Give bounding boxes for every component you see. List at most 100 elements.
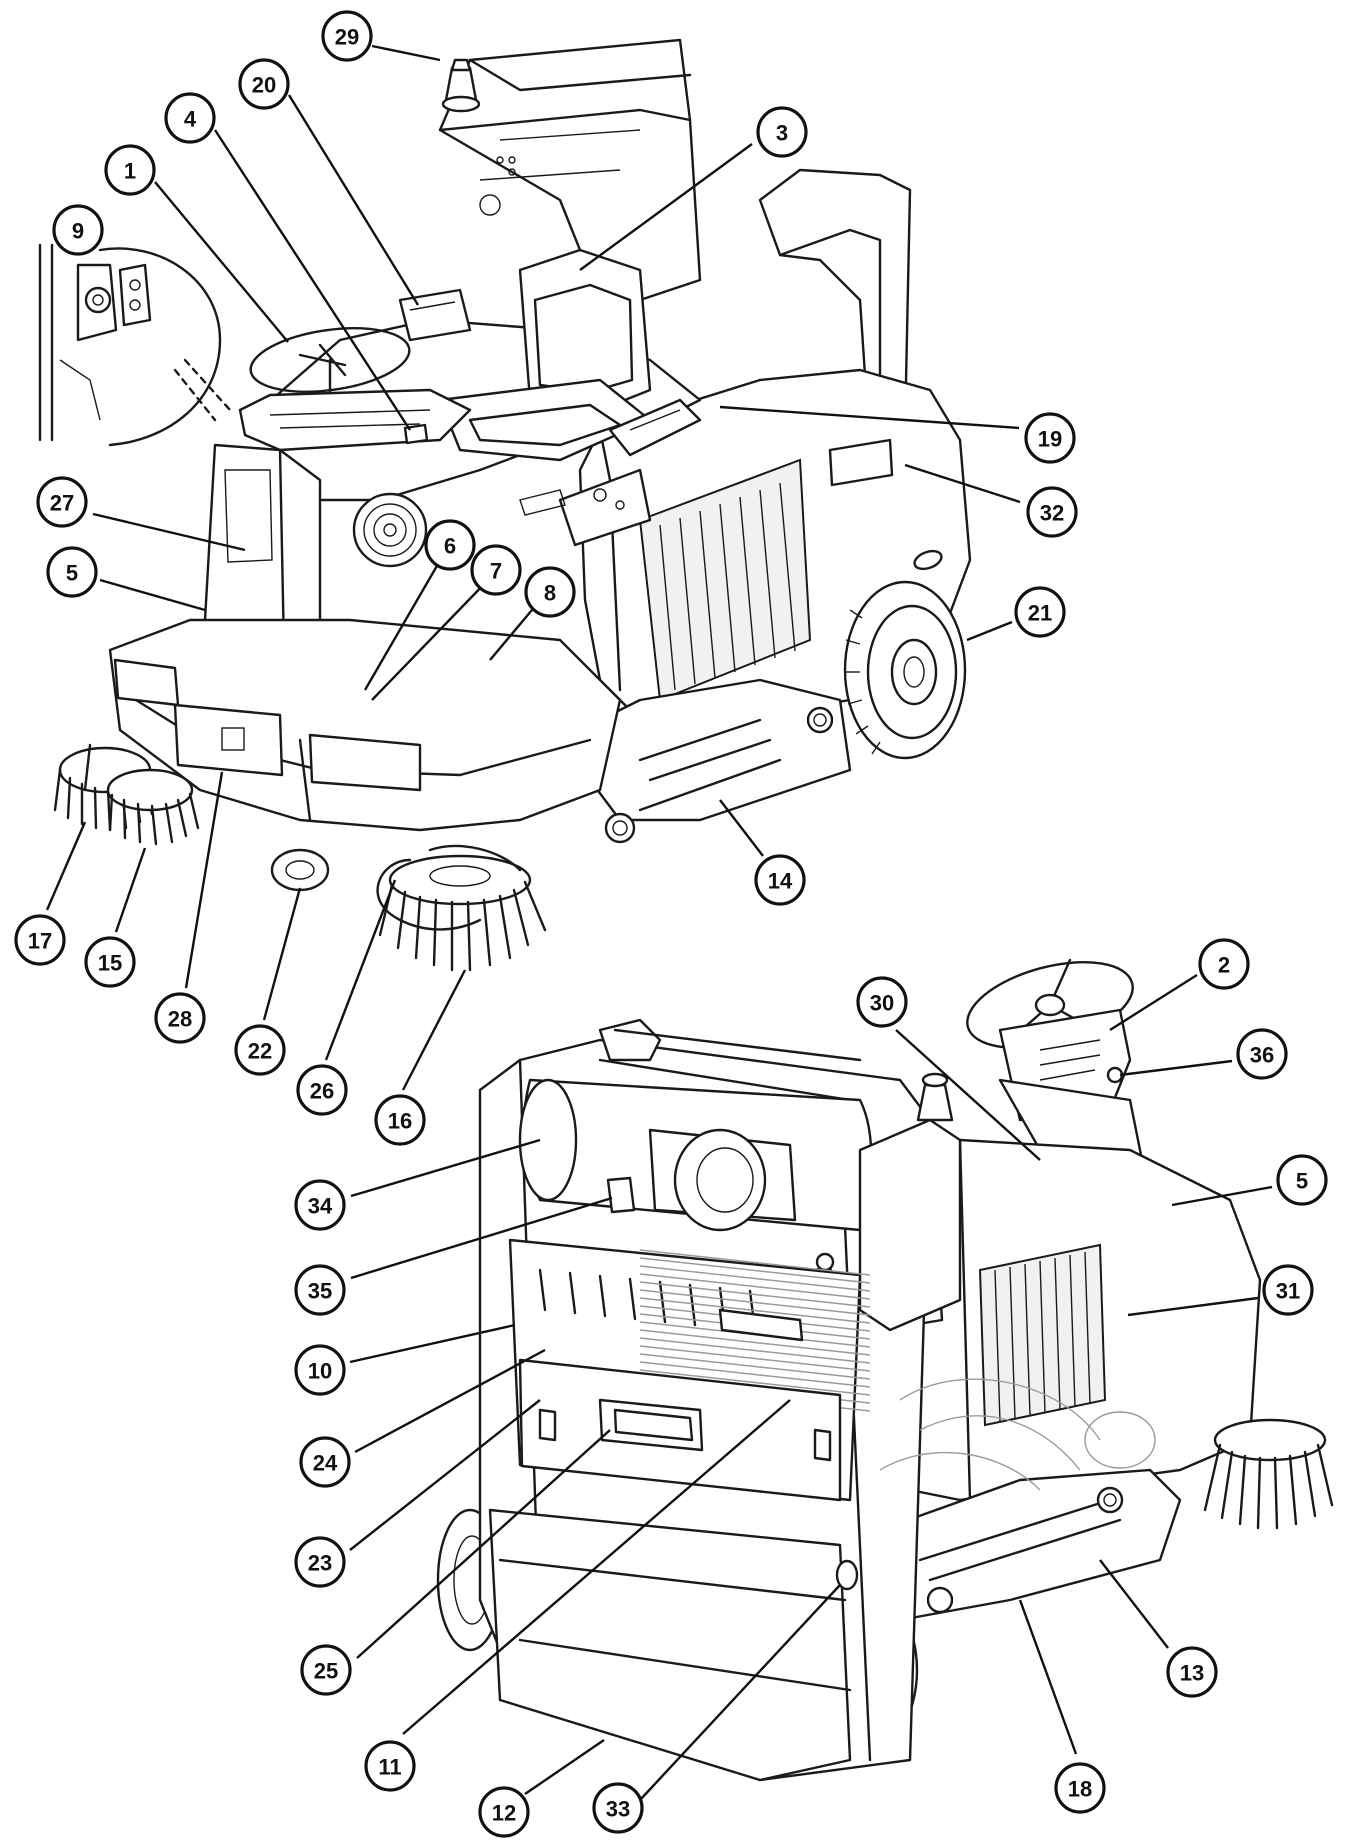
callout-16: 16 — [374, 1094, 426, 1146]
callout-number: 5 — [66, 561, 78, 586]
callout-circle — [296, 1064, 348, 1116]
callout-circle — [1054, 1762, 1106, 1814]
callout-circle — [1026, 486, 1078, 538]
callout-20: 20 — [238, 58, 290, 110]
callout-circle — [321, 10, 373, 62]
callout-number: 10 — [308, 1359, 332, 1384]
callout-24: 24 — [299, 1436, 351, 1488]
callout-number: 5 — [1296, 1169, 1308, 1194]
callout-30: 30 — [856, 976, 908, 1028]
callout-number: 32 — [1040, 501, 1064, 526]
callout-circle — [470, 544, 522, 596]
callout-number: 2 — [1218, 953, 1230, 978]
callout-number: 9 — [72, 219, 84, 244]
callout-8: 8 — [524, 566, 576, 618]
callout-circle — [364, 1740, 416, 1792]
callout-number: 7 — [490, 559, 502, 584]
callout-number: 18 — [1068, 1777, 1092, 1802]
callout-31: 31 — [1262, 1264, 1314, 1316]
callout-number: 20 — [252, 73, 276, 98]
callout-35: 35 — [294, 1264, 346, 1316]
callout-number: 33 — [606, 1797, 630, 1822]
machine-rear-view — [436, 958, 1334, 1782]
callout-circle — [1166, 1646, 1218, 1698]
callout-circle — [52, 204, 104, 256]
callout-22: 22 — [234, 1024, 286, 1076]
callout-25: 25 — [300, 1644, 352, 1696]
callout-36: 36 — [1236, 1028, 1288, 1080]
callout-circle — [592, 1782, 644, 1834]
callout-number: 25 — [314, 1659, 338, 1684]
callout-circle — [478, 1786, 530, 1838]
callout-circle — [754, 854, 806, 906]
callout-circle — [164, 92, 216, 144]
callout-number: 34 — [308, 1194, 333, 1219]
callout-33: 33 — [592, 1782, 644, 1834]
callout-circle — [84, 936, 136, 988]
callout-number: 16 — [388, 1109, 412, 1134]
callout-10: 10 — [294, 1344, 346, 1396]
callout-7: 7 — [470, 544, 522, 596]
callout-15: 15 — [84, 936, 136, 988]
callout-circle — [856, 976, 908, 1028]
callout-number: 29 — [335, 25, 359, 50]
callout-circle — [1262, 1264, 1314, 1316]
callout-11: 11 — [364, 1740, 416, 1792]
callout-circle — [238, 58, 290, 110]
callout-circle — [299, 1436, 351, 1488]
callout-28: 28 — [154, 992, 206, 1044]
callout-circle — [14, 914, 66, 966]
callout-circle — [756, 106, 808, 158]
callout-13: 13 — [1166, 1646, 1218, 1698]
callout-19: 19 — [1024, 412, 1076, 464]
callout-circle — [1236, 1028, 1288, 1080]
callout-number: 8 — [544, 581, 556, 606]
callout-5a: 5 — [46, 546, 98, 598]
callout-circle — [36, 476, 88, 528]
callout-6: 6 — [424, 519, 476, 571]
callout-number: 15 — [98, 951, 122, 976]
callout-circle — [424, 519, 476, 571]
callout-number: 27 — [50, 491, 74, 516]
callout-9: 9 — [52, 204, 104, 256]
callout-23: 23 — [294, 1536, 346, 1588]
callout-34: 34 — [294, 1179, 346, 1231]
callout-number: 22 — [248, 1039, 272, 1064]
callout-circle — [294, 1179, 346, 1231]
callout-circle — [294, 1264, 346, 1316]
callout-number: 4 — [184, 107, 197, 132]
callout-number: 21 — [1028, 601, 1052, 626]
inset-detail-switch — [38, 243, 232, 447]
callout-29: 29 — [321, 10, 373, 62]
callout-circle — [294, 1344, 346, 1396]
callout-number: 36 — [1250, 1043, 1274, 1068]
callout-circle — [1276, 1154, 1328, 1206]
machine-front-view — [53, 38, 972, 972]
callout-2: 2 — [1198, 938, 1250, 990]
callout-27: 27 — [36, 476, 88, 528]
callout-number: 30 — [870, 991, 894, 1016]
callout-badges: 2920419319322756782114171528222616230363… — [14, 10, 1328, 1838]
callout-number: 31 — [1276, 1279, 1300, 1304]
callout-number: 28 — [168, 1007, 192, 1032]
callout-number: 11 — [378, 1755, 401, 1780]
callout-circle — [234, 1024, 286, 1076]
callout-18: 18 — [1054, 1762, 1106, 1814]
callout-circle — [104, 144, 156, 196]
callout-circle — [1024, 412, 1076, 464]
callout-number: 6 — [444, 534, 456, 559]
callout-number: 23 — [308, 1551, 332, 1576]
callout-26: 26 — [296, 1064, 348, 1116]
callout-number: 24 — [313, 1451, 338, 1476]
callout-circle — [524, 566, 576, 618]
callout-21: 21 — [1014, 586, 1066, 638]
callout-number: 1 — [124, 159, 136, 184]
leader-lines — [45, 44, 1273, 1801]
callout-1: 1 — [104, 144, 156, 196]
callout-circle — [300, 1644, 352, 1696]
callout-5b: 5 — [1276, 1154, 1328, 1206]
callout-circle — [1198, 938, 1250, 990]
callout-4: 4 — [164, 92, 216, 144]
callout-number: 13 — [1180, 1661, 1204, 1686]
